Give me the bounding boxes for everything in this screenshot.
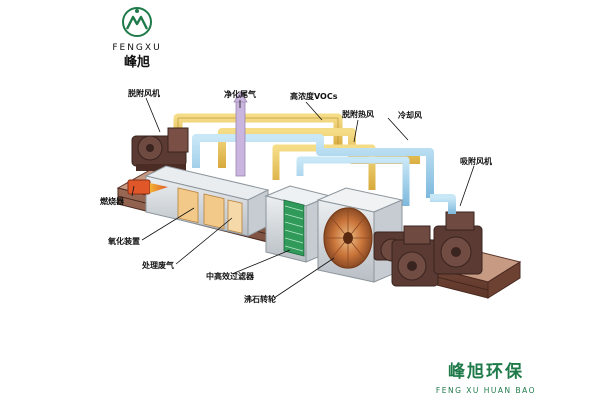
filter-unit (264, 185, 332, 263)
oxidation-unit (127, 165, 270, 237)
brand-name-en: FENGXU (112, 43, 161, 53)
label-desorption-fan: 脱附风机 (128, 88, 160, 98)
watermark-en: FENG XU HUAN BAO (436, 386, 536, 395)
mountain-logo-icon (122, 7, 152, 37)
brand-name-cn: 峰旭 (124, 54, 150, 70)
label-purified-gas: 净化尾气 (224, 89, 256, 99)
label-cooling-air: 冷却风 (398, 110, 422, 120)
label-oxidation-unit: 氧化装置 (107, 236, 140, 246)
suction-fan-unit (391, 194, 483, 287)
label-burner: 燃烧器 (100, 196, 125, 206)
watermark-cn: 峰旭环保 (448, 361, 524, 382)
label-zeolite-wheel: 沸石转轮 (244, 294, 276, 304)
label-suction-fan: 吸附风机 (460, 156, 492, 166)
label-desorption-hot-air: 脱附热风 (342, 109, 374, 119)
leader-lines (131, 97, 475, 299)
brand-logo: FENGXU 峰旭 (112, 7, 161, 70)
label-filter: 中高效过滤器 (206, 271, 255, 281)
watermark: 峰旭环保 FENG XU HUAN BAO (436, 361, 536, 395)
label-high-conc-vocs: 高浓度VOCs (290, 91, 338, 101)
desorption-fan-unit (131, 127, 189, 171)
label-treated-gas: 处理废气 (141, 260, 174, 270)
